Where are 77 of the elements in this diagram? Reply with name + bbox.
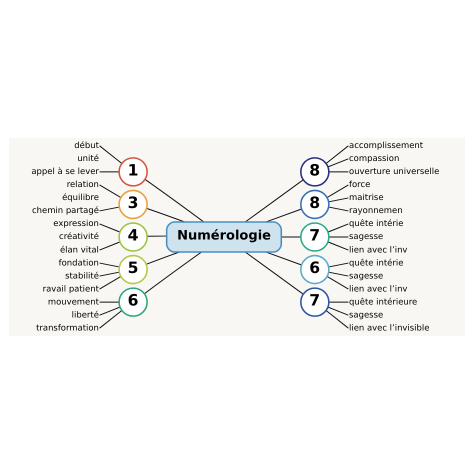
connector — [326, 276, 349, 290]
connector — [326, 145, 349, 164]
connector — [328, 242, 349, 251]
node-text: ouverture universelle — [349, 166, 440, 176]
node-text: ravail patient — [42, 283, 99, 294]
connector — [244, 179, 304, 222]
node-text: relation — [66, 179, 99, 190]
node-text: élan vital — [60, 244, 99, 254]
node-text: lien avec l’invisible — [349, 322, 430, 332]
connector — [99, 206, 120, 212]
connector — [328, 272, 349, 277]
connector — [266, 252, 302, 266]
node-text: liberté — [72, 309, 99, 320]
connector — [328, 197, 349, 202]
node-text: transformation — [36, 322, 99, 332]
connector — [144, 252, 202, 294]
connector — [146, 252, 180, 265]
connector — [99, 184, 122, 198]
connector — [99, 310, 122, 329]
connector — [99, 272, 120, 277]
connector — [99, 145, 122, 164]
connector — [99, 302, 120, 303]
node-text: sagesse — [349, 270, 384, 280]
node-text: fondation — [58, 257, 99, 268]
connector — [328, 206, 349, 212]
node-text: expression — [53, 218, 99, 228]
node-text: quête intérie — [349, 257, 404, 268]
node-text: mouvement — [48, 296, 99, 306]
node-circle: 8 — [300, 157, 330, 187]
node-circle: 4 — [118, 222, 148, 252]
label: équilibre — [62, 192, 99, 202]
node-text: sagesse — [349, 231, 384, 242]
node-text: lien avec l’inv — [349, 283, 408, 294]
connector — [99, 171, 120, 172]
connector — [328, 262, 349, 268]
node-circle: 6 — [300, 254, 330, 284]
node-text: début — [74, 140, 99, 150]
node-text: quête intérieure — [349, 296, 418, 306]
node-text: appel à se lever — [31, 166, 99, 176]
node-text: lien avec l’inv — [349, 244, 408, 254]
label: créativité — [59, 231, 99, 242]
node-text: force — [349, 179, 370, 190]
connector — [326, 184, 349, 198]
node-circle: 6 — [118, 287, 148, 317]
node-text: maitrise — [349, 192, 384, 202]
connector — [328, 171, 349, 172]
node-circle: 1 — [118, 157, 148, 187]
node-circle: 7 — [300, 222, 330, 252]
connector — [146, 236, 167, 237]
connector — [244, 252, 304, 295]
connector — [328, 236, 349, 238]
node-circle: 8 — [300, 190, 330, 220]
node-text: sagesse — [349, 309, 384, 320]
connector — [99, 306, 120, 316]
node-circle: 3 — [118, 190, 148, 220]
connector — [280, 236, 301, 238]
node-text: compassion — [349, 153, 400, 164]
node-text: rayonnemen — [349, 205, 403, 216]
connector — [326, 310, 349, 329]
node-text: stabilité — [65, 270, 99, 280]
connector — [144, 178, 204, 222]
node-text: accomplissement — [349, 140, 424, 150]
connector — [99, 223, 120, 232]
connector — [266, 208, 302, 222]
node-circle: 7 — [300, 287, 330, 317]
connector — [328, 306, 349, 316]
connector — [328, 302, 349, 303]
label: unité — [77, 153, 99, 164]
connector — [328, 158, 349, 168]
node-text: quête intérie — [349, 218, 404, 228]
node-circle: 5 — [118, 254, 148, 284]
connector — [328, 223, 349, 232]
node-box: Numérologie — [166, 221, 282, 253]
connector — [99, 242, 120, 251]
connector — [99, 262, 120, 268]
connector — [99, 276, 122, 290]
node-text: chemin partagé — [32, 205, 99, 216]
